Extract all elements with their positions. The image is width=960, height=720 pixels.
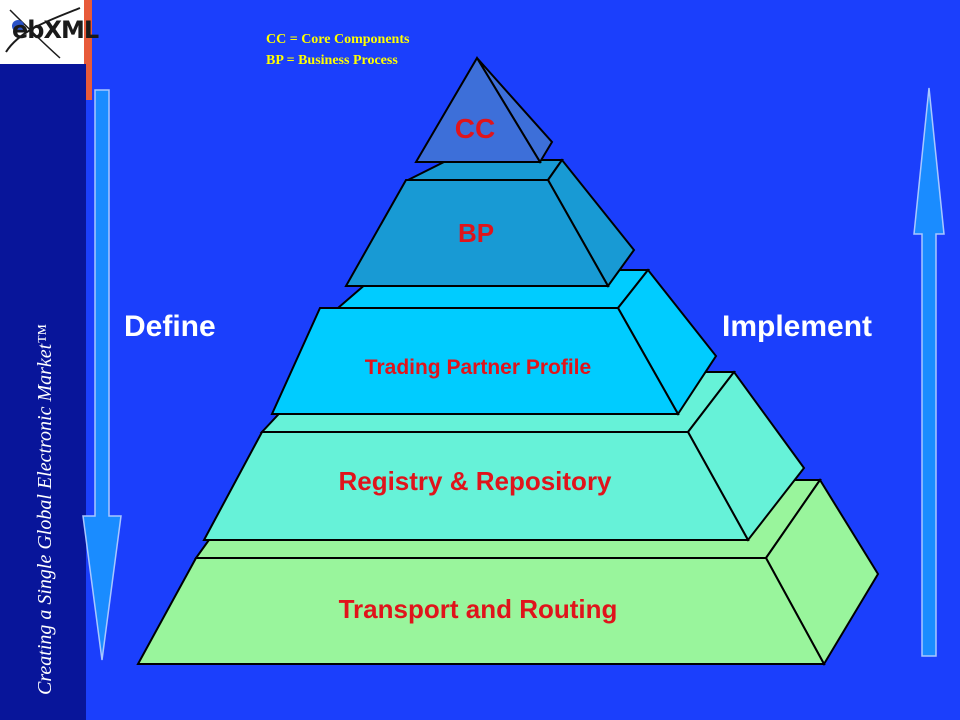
tier-tpp-label: Trading Partner Profile	[365, 356, 591, 379]
tier-tpp-front	[270, 307, 680, 415]
tier-bp-label: BP	[458, 218, 494, 248]
legend: CC = Core Components BP = Business Proce…	[266, 29, 409, 71]
logo-swoosh-icon	[5, 7, 81, 59]
legend-line-cc: CC = Core Components	[266, 32, 410, 47]
tier-transport-label: Transport and Routing	[339, 594, 618, 624]
ebxml-logo: ebXML	[0, 0, 99, 64]
tier-transport-front	[136, 557, 826, 665]
tier-cc: CC	[414, 56, 554, 164]
tier-cc-label: CC	[455, 113, 495, 144]
tier-bp: BP	[344, 158, 636, 288]
tier-registry-label: Registry & Repository	[338, 466, 612, 496]
tier-cc-front	[414, 56, 542, 163]
implement-label: Implement	[722, 310, 873, 343]
left-band	[0, 0, 86, 720]
logo-text: ebXML	[12, 16, 99, 44]
define-arrow-down	[82, 89, 122, 661]
tier-trading-partner-profile: Trading Partner Profile	[270, 268, 718, 416]
define-label: Define	[124, 310, 216, 343]
legend-line-bp: BP = Business Process	[266, 53, 398, 68]
tier-registry-front	[202, 431, 750, 541]
logo-accent-bar	[86, 0, 92, 100]
implement-arrow-up	[913, 87, 945, 657]
tier-bp-front	[344, 179, 610, 287]
